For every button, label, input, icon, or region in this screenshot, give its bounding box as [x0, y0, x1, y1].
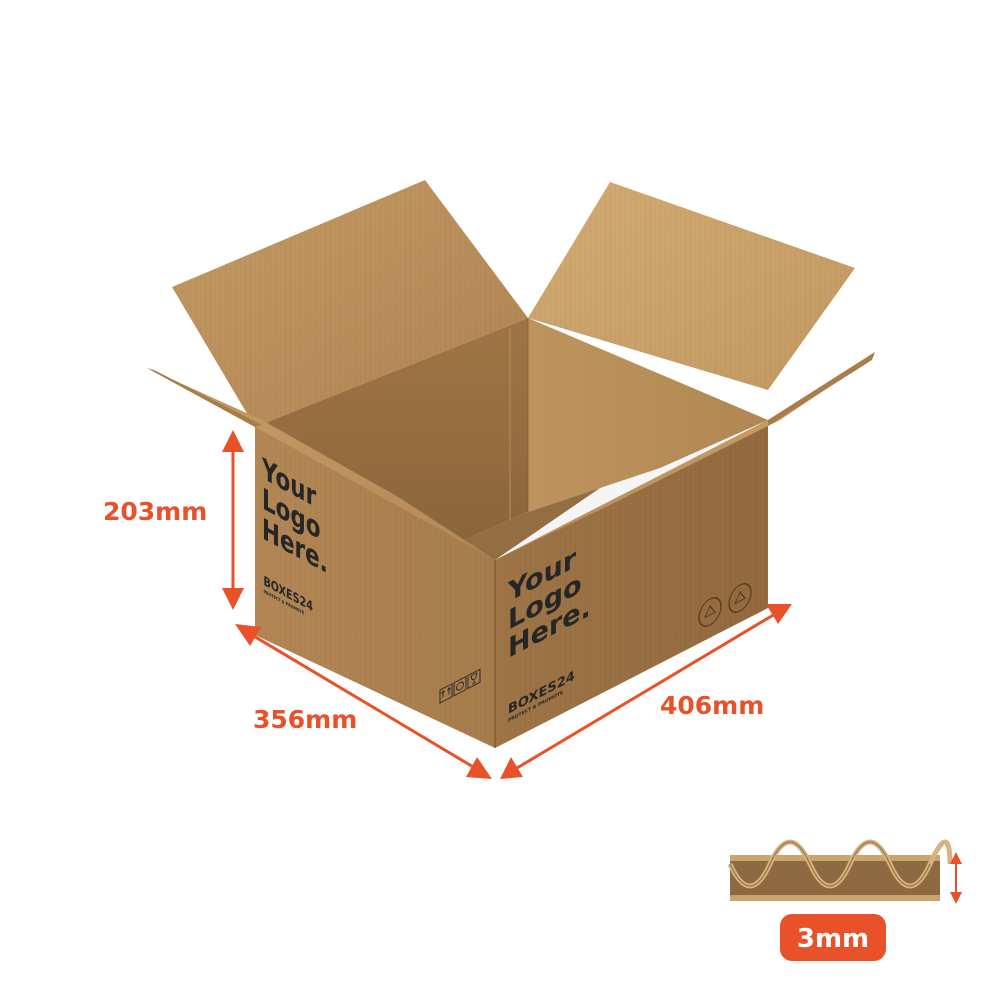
box-interior — [255, 318, 768, 560]
front-left-flap — [147, 368, 495, 560]
flute-thickness-badge: 3mm — [780, 914, 886, 961]
recycle-badges — [698, 583, 752, 627]
flute-thickness-arrow — [950, 852, 962, 904]
flute-cross-section — [727, 839, 953, 901]
back-left-flap — [172, 180, 528, 427]
depth-dimension-arrow — [235, 624, 492, 779]
width-dimension-arrow — [500, 604, 792, 779]
depth-dimension-label: 356mm — [253, 705, 357, 734]
height-dimension-label: 203mm — [103, 497, 207, 526]
height-dimension-arrow — [222, 430, 244, 610]
recycle-icon — [728, 583, 752, 613]
front-right-face — [495, 420, 768, 748]
flute-thickness-label: 3mm — [797, 924, 869, 954]
width-dimension-label: 406mm — [660, 691, 764, 720]
recycle-icon — [698, 597, 722, 627]
this-way-up-icon — [439, 683, 453, 704]
front-right-flap — [495, 352, 875, 560]
front-left-face — [255, 427, 495, 748]
handling-symbols — [439, 668, 481, 704]
recycle-icon — [453, 675, 467, 697]
fragile-icon — [467, 668, 481, 690]
back-right-flap — [528, 182, 855, 390]
